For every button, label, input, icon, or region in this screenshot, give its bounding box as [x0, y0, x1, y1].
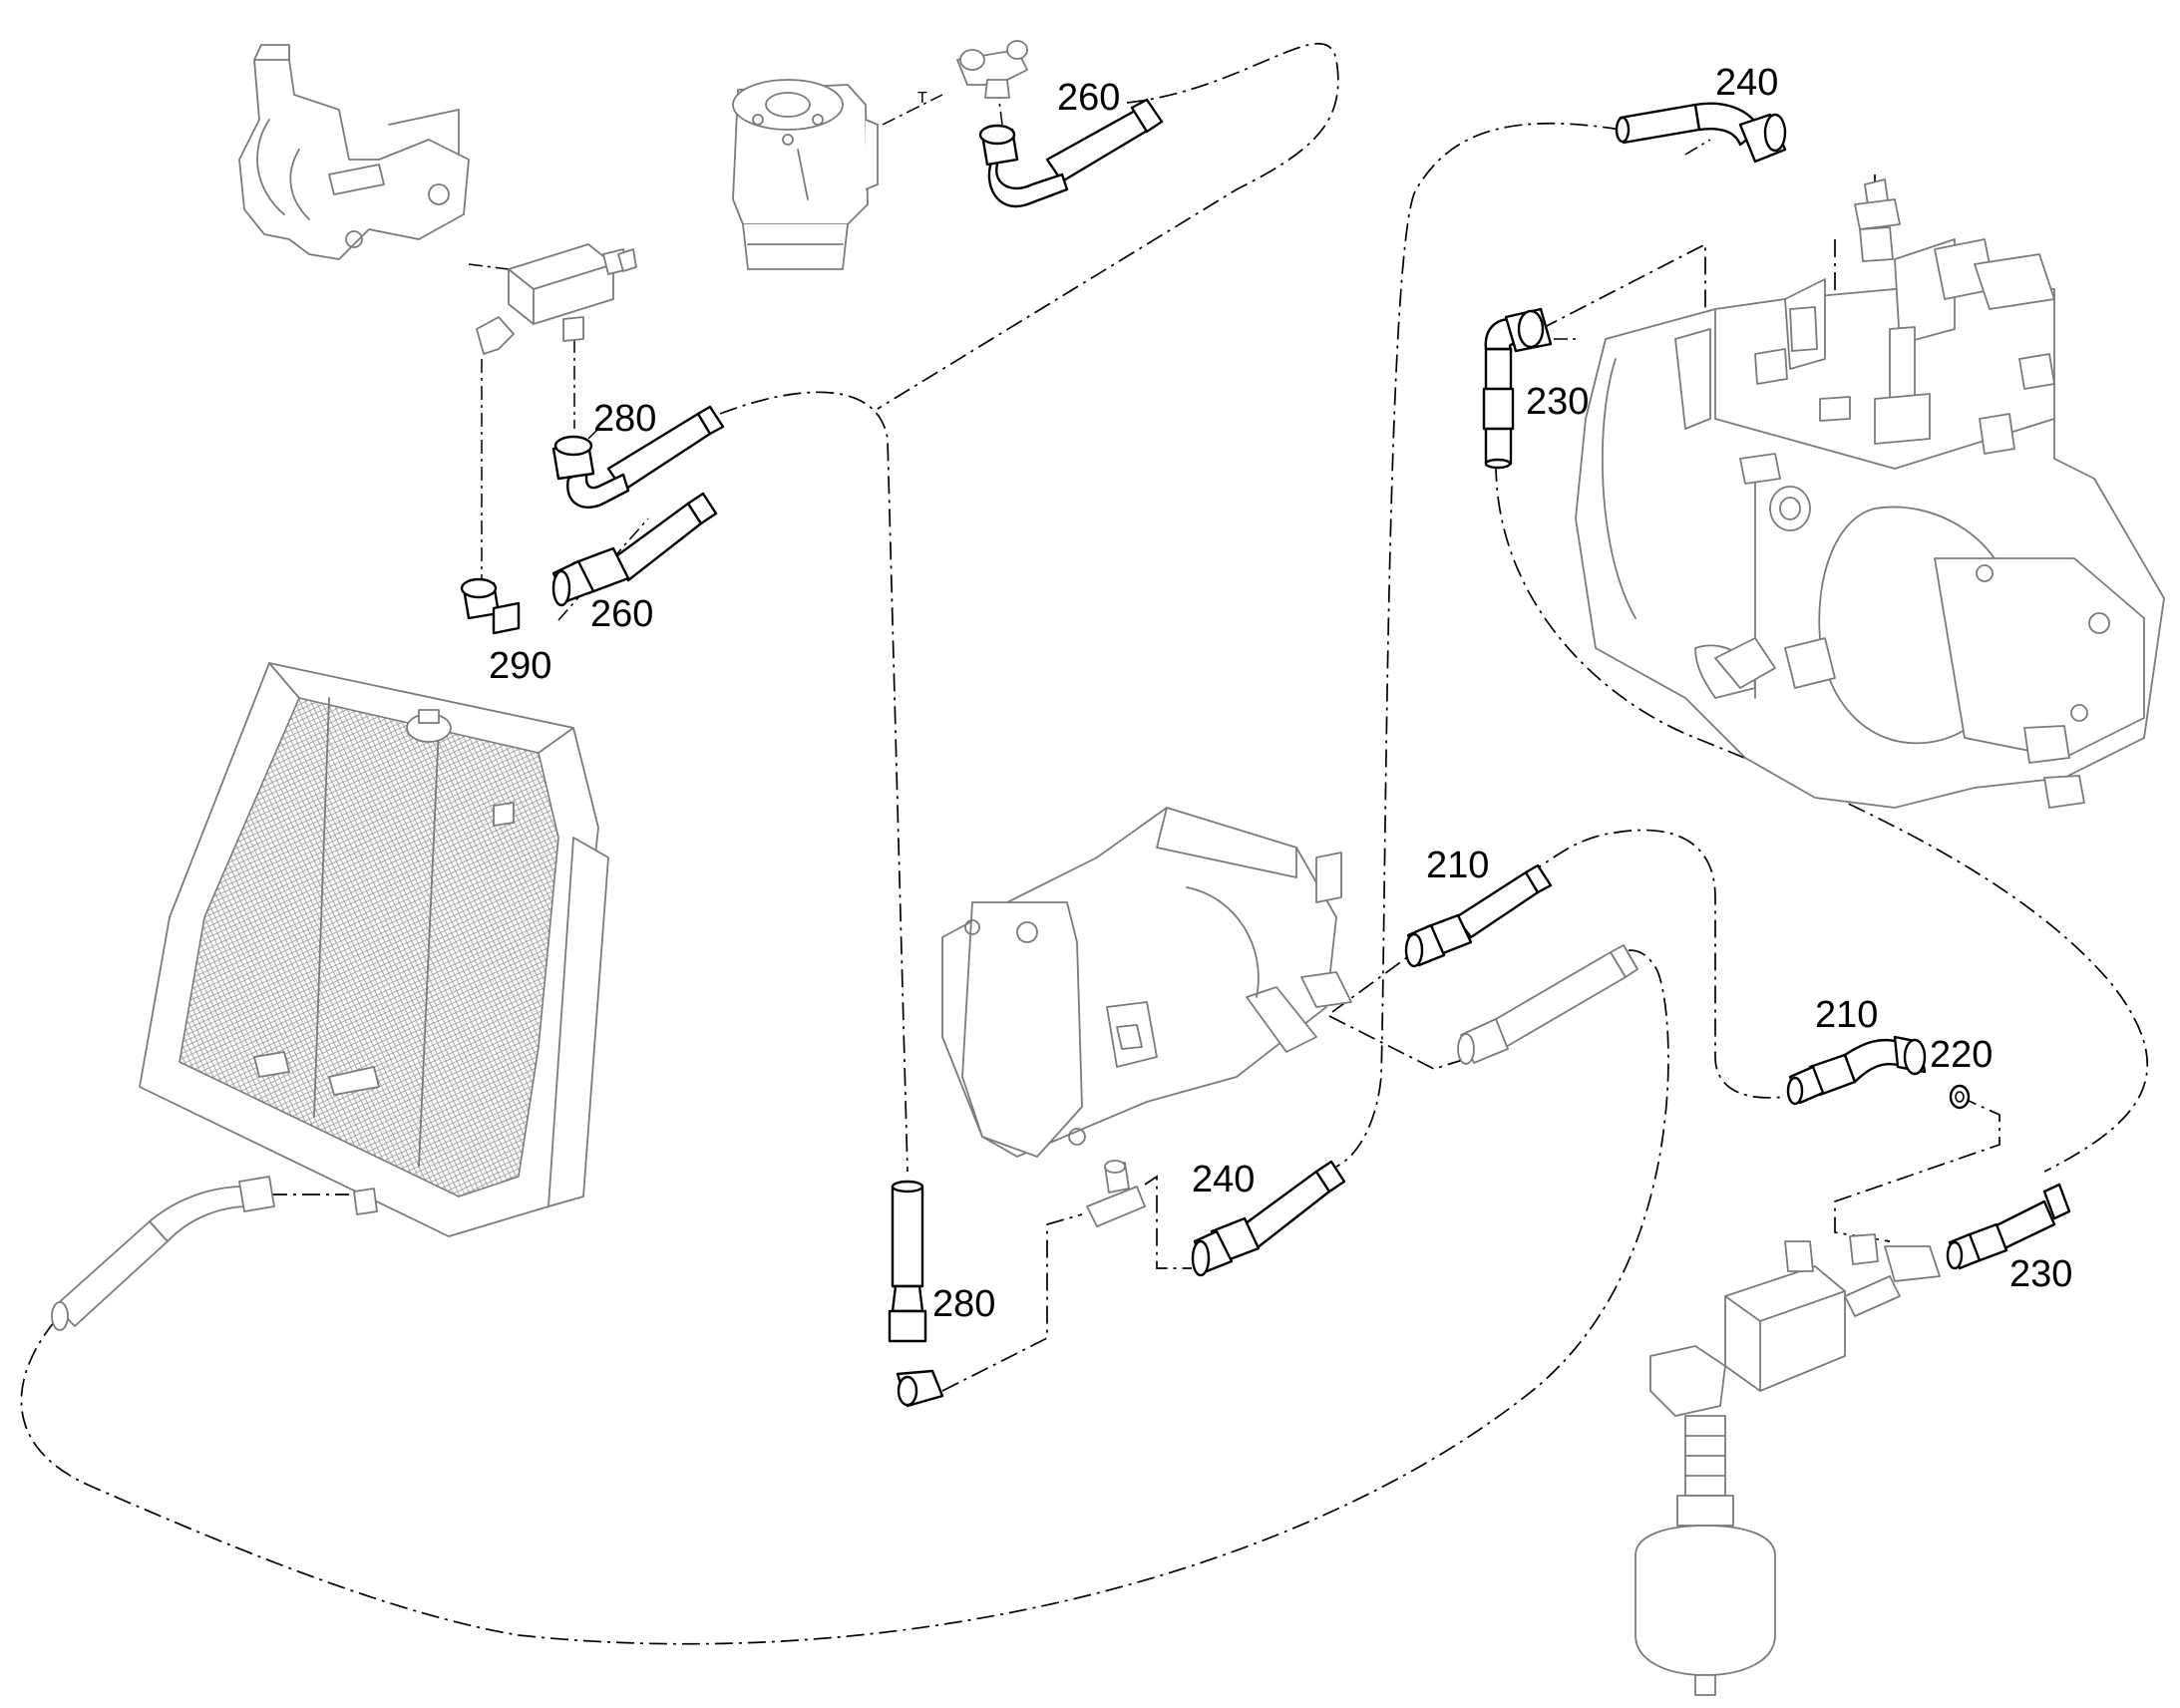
callout-label: 230 [2009, 1253, 2072, 1295]
hose-260-top [978, 98, 1164, 208]
accumulator-valve [1635, 1233, 1941, 1696]
callout-label: 280 [593, 398, 656, 440]
brake-pedal-assembly [238, 44, 470, 260]
washer-220 [1949, 1084, 1971, 1110]
hose-grey-middle [1457, 944, 1638, 1065]
hose-260-middle [551, 492, 718, 607]
hose-210-right [1786, 1035, 1927, 1106]
callout-label: 280 [932, 1283, 995, 1325]
hose-230-upper [1482, 307, 1553, 470]
callout-label: 210 [1426, 845, 1489, 886]
hydraulic-motor [941, 807, 1352, 1158]
callout-label: 230 [1526, 381, 1589, 423]
callout-label: 220 [1930, 1034, 1993, 1076]
hydrostatic-pump [1575, 238, 2165, 809]
callout-label: 290 [489, 645, 551, 687]
port-mark-t: T [917, 90, 927, 107]
callout-label: 240 [1192, 1159, 1255, 1200]
brake-valve [476, 243, 637, 355]
callout-label: 260 [1057, 77, 1120, 119]
radiator [139, 662, 609, 1237]
fitting-290 [460, 577, 521, 635]
radiator-return-hose [51, 1176, 275, 1331]
callout-label: 240 [1715, 62, 1778, 104]
hose-280-lower [888, 1180, 944, 1408]
hose-230-right [1946, 1183, 2071, 1270]
hose-210-middle [1404, 863, 1553, 968]
steering-unit: T [732, 79, 927, 270]
callout-label: 210 [1815, 994, 1878, 1036]
callout-label: 260 [590, 593, 653, 635]
hose-240-top [1615, 102, 1787, 164]
hose-240-lower [1191, 1160, 1346, 1277]
pump-top-fittings [1854, 178, 1901, 262]
t-fitting-motor [1086, 1160, 1146, 1227]
hose-280-upper [551, 405, 725, 509]
t-fitting-top [956, 40, 1028, 99]
callout-labels: 260 240 280 230 260 290 210 210 220 240 … [489, 62, 2072, 1325]
